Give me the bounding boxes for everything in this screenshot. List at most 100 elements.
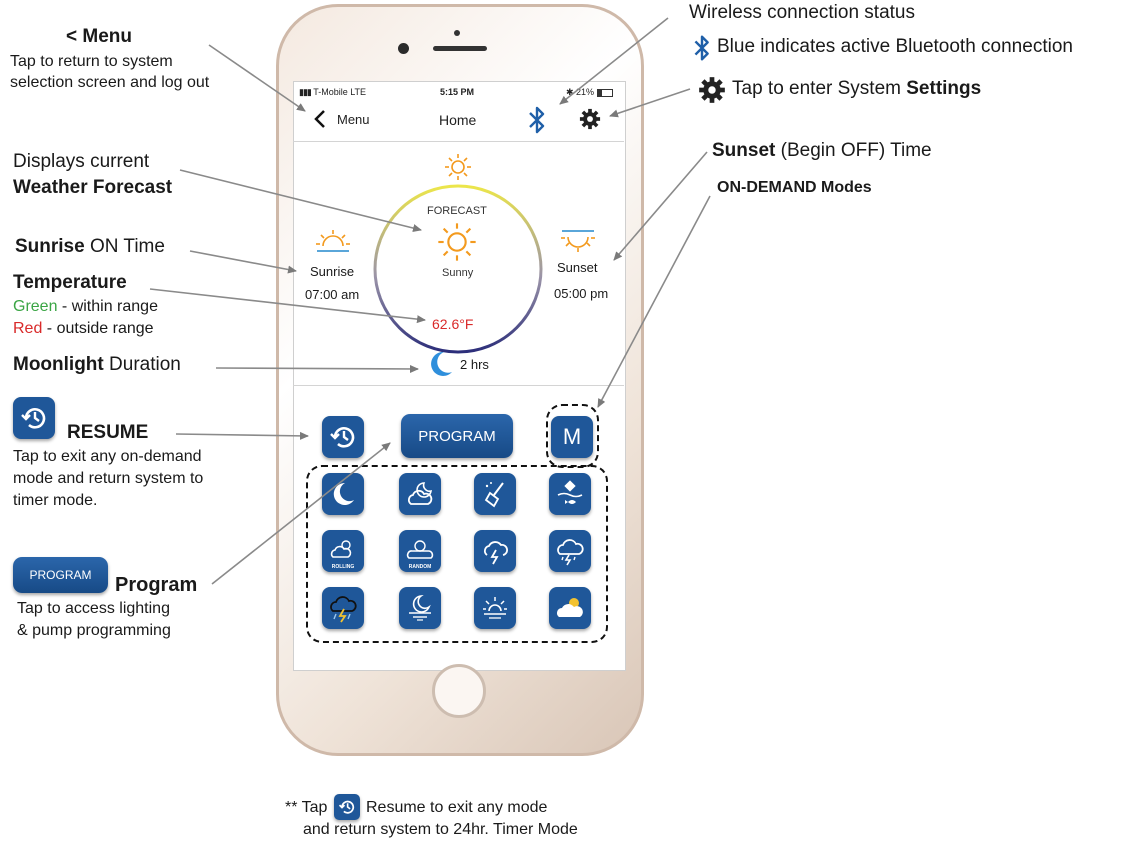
mode-lightning-button[interactable] bbox=[474, 530, 516, 572]
bluetooth-legend-icon bbox=[694, 35, 709, 61]
mode-cleaning-button[interactable] bbox=[474, 473, 516, 515]
status-battery: ✱ 21% bbox=[566, 87, 613, 98]
status-carrier: ▮▮▮ T-Mobile LTE bbox=[299, 87, 367, 97]
resume-callout-title: RESUME bbox=[67, 422, 149, 443]
leader-settings bbox=[609, 88, 691, 118]
ondemand-modes-outline bbox=[306, 465, 608, 643]
status-time: 5:15 PM bbox=[440, 87, 475, 97]
mode-rain-storm-button[interactable] bbox=[322, 587, 364, 629]
feeding-icon bbox=[557, 480, 583, 504]
rolling-clouds-icon bbox=[330, 540, 352, 558]
gear-legend-icon bbox=[699, 77, 725, 103]
ondemand-callout: ON-DEMAND Modes bbox=[717, 179, 872, 196]
sunrise-icon bbox=[316, 230, 350, 252]
mode-sunny-cloud-button[interactable] bbox=[549, 587, 591, 629]
nav-menu-label[interactable]: Menu bbox=[337, 112, 370, 127]
temperature-callout-red: Red - outside range bbox=[13, 320, 154, 337]
footer-note-prefix: ** Tap bbox=[285, 799, 328, 816]
program-legend-button: PROGRAM bbox=[13, 557, 108, 593]
cleaning-icon bbox=[484, 482, 504, 508]
menu-callout-desc-2: selection screen and log out bbox=[10, 74, 210, 91]
leader-menu bbox=[208, 44, 306, 112]
sunrise-callout: Sunrise ON Time bbox=[15, 236, 165, 257]
leader-resume bbox=[175, 431, 309, 440]
program-button[interactable]: PROGRAM bbox=[401, 414, 513, 458]
forecast-label: FORECAST bbox=[427, 205, 487, 217]
ondemand-m-button[interactable]: M bbox=[551, 416, 593, 458]
footer-resume-icon-wrap bbox=[334, 794, 360, 820]
menu-callout-desc-1: Tap to return to system bbox=[10, 53, 173, 70]
sunrise-label: Sunrise bbox=[310, 264, 355, 279]
resume-icon bbox=[330, 427, 355, 448]
back-button[interactable] bbox=[313, 108, 327, 135]
forecast-sun-icon bbox=[438, 223, 476, 261]
program-callout-2: & pump programming bbox=[17, 622, 171, 639]
phone-screen bbox=[293, 81, 626, 671]
leader-ondemand bbox=[597, 195, 711, 408]
storm-icon bbox=[557, 539, 584, 566]
mode-moon-sunset-button[interactable] bbox=[399, 587, 441, 629]
mode-random-button[interactable]: RANDOM bbox=[399, 530, 441, 572]
resume-callout-3: timer mode. bbox=[13, 492, 98, 509]
sunset-time: 05:00 pm bbox=[554, 286, 609, 301]
footer-note-1: Resume to exit any mode bbox=[366, 799, 548, 816]
settings-button[interactable] bbox=[579, 108, 601, 135]
home-button[interactable] bbox=[432, 664, 486, 718]
bluetooth-status bbox=[527, 104, 547, 141]
cloudy-night-icon bbox=[408, 482, 433, 505]
moon-duration: 2 hrs bbox=[460, 357, 489, 372]
resume-callout-2: mode and return system to bbox=[13, 470, 204, 487]
lightning-icon bbox=[484, 541, 508, 565]
resume-legend-icon-wrap bbox=[13, 397, 55, 439]
mode-storm-button[interactable] bbox=[549, 530, 591, 572]
resume-callout-1: Tap to exit any on-demand bbox=[13, 448, 202, 465]
wireless-callout: Wireless connection status bbox=[689, 2, 915, 23]
gear-icon bbox=[579, 108, 601, 130]
mode-feeding-button[interactable] bbox=[549, 473, 591, 515]
ondemand-m-outline bbox=[546, 404, 599, 468]
weather-separator bbox=[293, 385, 624, 386]
bluetooth-callout: Blue indicates active Bluetooth connecti… bbox=[717, 36, 1073, 57]
leader-moonlight bbox=[215, 364, 419, 373]
forecast-condition: Sunny bbox=[442, 267, 474, 279]
leader-wireless bbox=[559, 17, 669, 105]
footer-resume-icon bbox=[338, 800, 355, 814]
temperature-callout-title: Temperature bbox=[13, 272, 127, 293]
temperature-value: 62.6°F bbox=[432, 316, 474, 332]
leader-weather bbox=[179, 169, 422, 232]
nav-separator bbox=[293, 141, 624, 142]
mode-rolling-button[interactable]: ROLLING bbox=[322, 530, 364, 572]
menu-callout-title: < Menu bbox=[66, 26, 132, 47]
sunny-cloud-icon bbox=[557, 598, 583, 617]
sunset-callout: Sunset (Begin OFF) Time bbox=[712, 140, 932, 161]
earpiece-speaker bbox=[433, 46, 487, 51]
program-callout-title: Program bbox=[115, 574, 198, 596]
random-label: RANDOM bbox=[408, 564, 432, 570]
random-clouds-icon bbox=[406, 540, 434, 559]
rain-storm-icon bbox=[330, 596, 357, 623]
mode-sunrise-button[interactable] bbox=[474, 587, 516, 629]
bluetooth-icon bbox=[529, 106, 545, 134]
leader-program bbox=[211, 442, 391, 585]
sunset-icon bbox=[561, 230, 595, 252]
weather-callout-2: Weather Forecast bbox=[13, 177, 173, 198]
sun-icon bbox=[445, 154, 471, 180]
resume-button[interactable] bbox=[322, 416, 364, 458]
settings-callout-icon-wrap bbox=[698, 76, 726, 109]
leader-temperature bbox=[149, 288, 426, 324]
leader-sunset bbox=[613, 151, 708, 261]
leader-sunrise bbox=[189, 250, 297, 274]
resume-legend-icon bbox=[21, 408, 46, 429]
moon-mode-icon bbox=[333, 482, 354, 505]
sunrise-time: 07:00 am bbox=[305, 287, 360, 302]
temperature-callout-green: Green - within range bbox=[13, 298, 158, 315]
moonlight-callout: Moonlight Duration bbox=[13, 354, 181, 375]
program-callout-1: Tap to access lighting bbox=[17, 600, 170, 617]
moon-sunset-icon bbox=[409, 594, 431, 621]
front-camera bbox=[398, 43, 409, 54]
settings-callout: Tap to enter System Settings bbox=[732, 78, 982, 99]
sensor-dot bbox=[454, 30, 460, 36]
mode-cloudy-night-button[interactable] bbox=[399, 473, 441, 515]
back-chevron-icon bbox=[314, 110, 325, 128]
weather-callout-1: Displays current bbox=[13, 151, 150, 172]
